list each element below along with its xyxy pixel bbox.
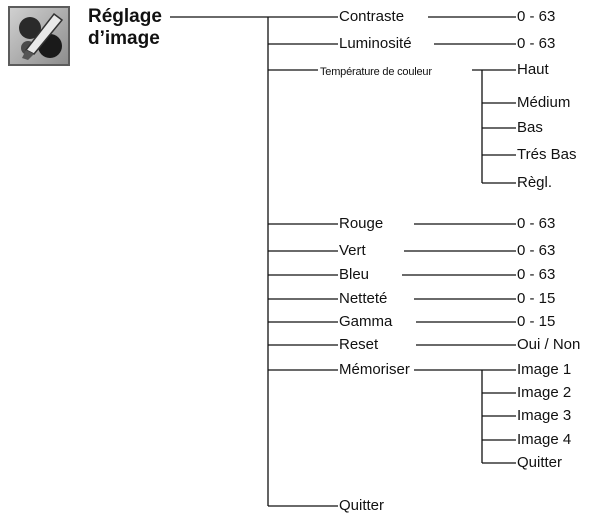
memoriser-option: Image 4 <box>517 431 572 448</box>
item-temperature: Température de couleur <box>320 66 432 78</box>
palette-brush-icon <box>8 6 70 66</box>
value-reset: Oui / Non <box>517 336 581 353</box>
temperature-option: Règl. <box>517 174 553 191</box>
item-reset: Reset <box>339 336 379 353</box>
temperature-option: Bas <box>517 119 543 136</box>
temperature-option: Médium <box>517 94 571 111</box>
title-line-1: Réglage <box>88 6 162 27</box>
memoriser-option: Image 1 <box>517 361 572 378</box>
value-contraste: 0 - 63 <box>517 8 556 25</box>
value-vert: 0 - 63 <box>517 242 556 259</box>
item-vert: Vert <box>339 242 366 259</box>
item-nettete: Netteté <box>339 290 388 307</box>
value-luminosite: 0 - 63 <box>517 35 556 52</box>
value-bleu: 0 - 63 <box>517 266 556 283</box>
item-bleu: Bleu <box>339 266 370 283</box>
temperature-option: Haut <box>517 61 549 78</box>
value-rouge: 0 - 63 <box>517 215 556 232</box>
item-luminosite: Luminosité <box>339 35 412 52</box>
temperature-option: Trés Bas <box>517 146 577 163</box>
memoriser-option: Quitter <box>517 454 563 471</box>
item-quitter: Quitter <box>339 497 385 514</box>
memoriser-option: Image 2 <box>517 384 572 401</box>
item-gamma: Gamma <box>339 313 393 330</box>
item-rouge: Rouge <box>339 215 384 232</box>
item-contraste: Contraste <box>339 8 405 25</box>
value-gamma: 0 - 15 <box>517 313 556 330</box>
item-memoriser: Mémoriser <box>339 361 410 378</box>
title-line-2: d’image <box>88 28 160 49</box>
menu-title: Réglage d’image <box>88 6 162 50</box>
value-nettete: 0 - 15 <box>517 290 556 307</box>
memoriser-option: Image 3 <box>517 407 572 424</box>
